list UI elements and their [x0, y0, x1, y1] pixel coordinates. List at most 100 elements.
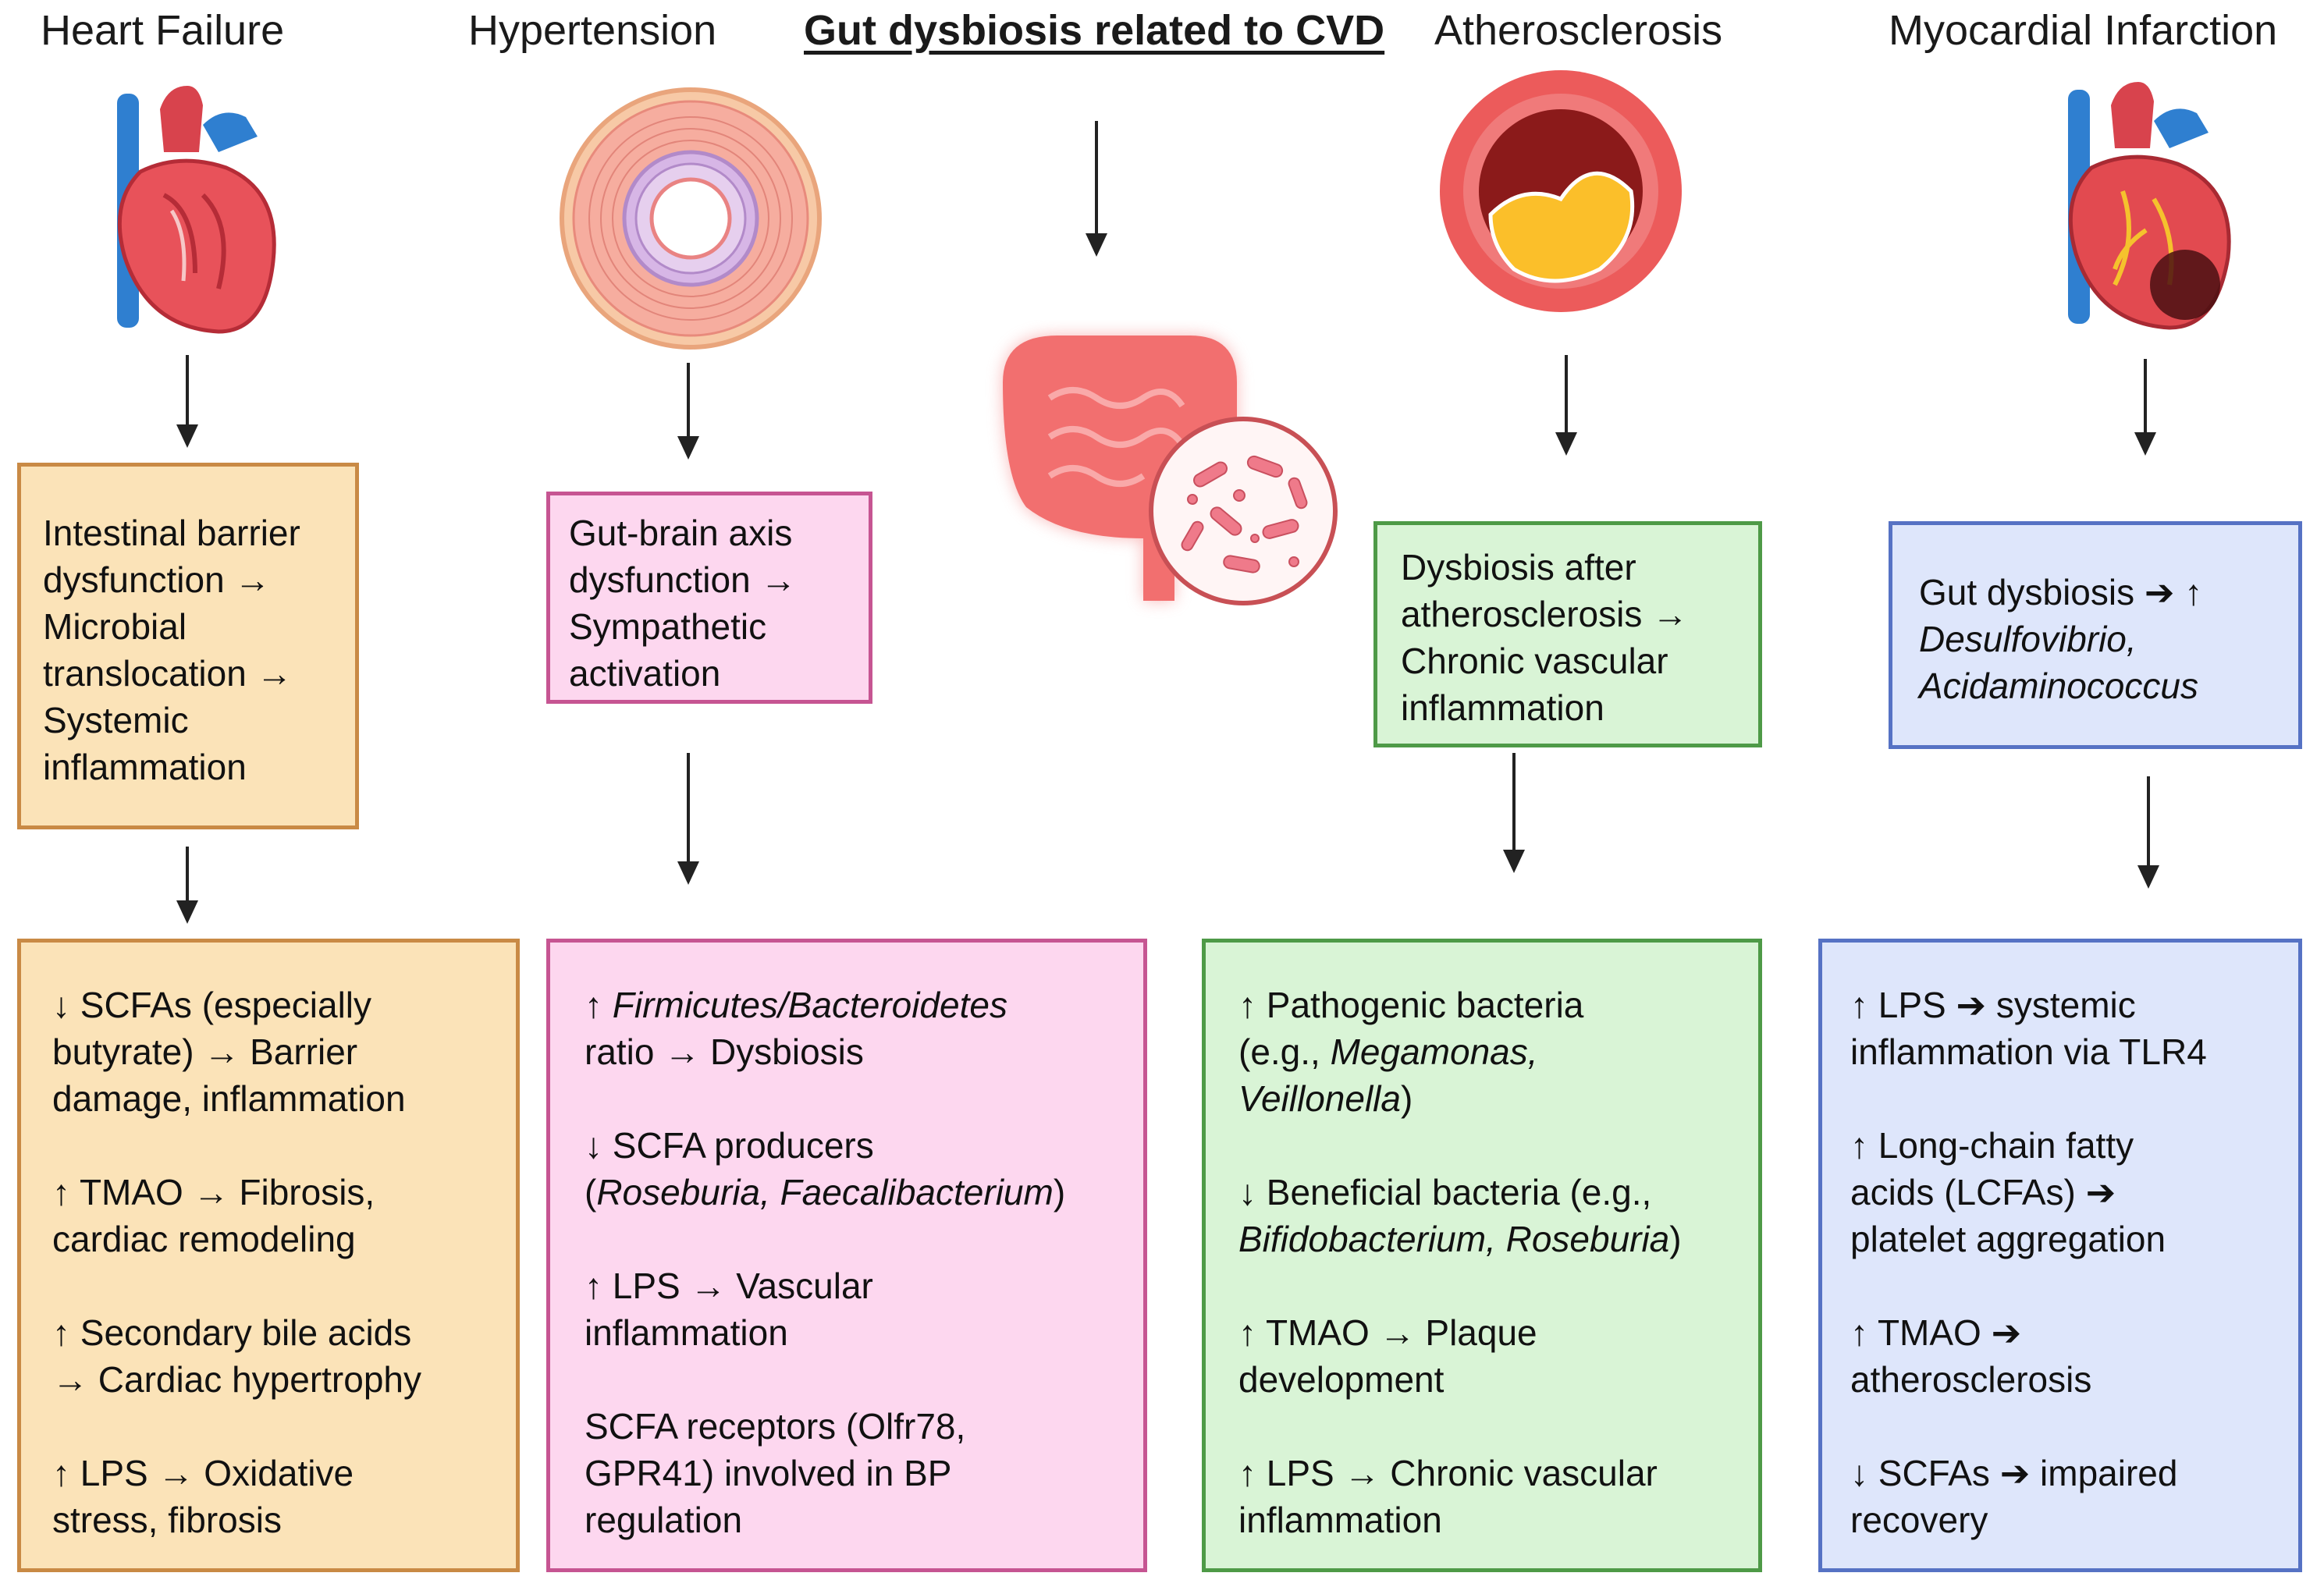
ath-effect-item: ↑ LPS → Chronic vascular inflammation — [1238, 1450, 1758, 1543]
ath-effect-item: ↑ Pathogenic bacteria (e.g., Megamonas, … — [1238, 982, 1758, 1122]
ath-mechanism-box: Dysbiosis after atherosclerosis → Chroni… — [1373, 521, 1762, 747]
effect-line: acids (LCFAs) ➔ — [1850, 1172, 2116, 1212]
effect-line: ↑ LPS → Oxidative — [52, 1453, 354, 1493]
ht-mech-line: activation — [569, 653, 721, 694]
hf-mech-line: inflammation — [43, 747, 247, 787]
effect-line: ↑ TMAO ➔ — [1850, 1312, 2022, 1353]
effect-line: ↑ Secondary bile acids — [52, 1312, 412, 1353]
ht-effect-item: ↓ SCFA producers (Roseburia, Faecalibact… — [585, 1122, 1143, 1216]
plaque-artery-icon — [1440, 70, 1682, 312]
mi-mech-italic: Desulfovibrio, — [1919, 619, 2137, 659]
mi-arrow-2 — [2137, 776, 2159, 889]
ath-effect-item: ↑ TMAO → Plaque development — [1238, 1309, 1758, 1403]
effect-line: ↑ LPS ➔ systemic — [1850, 985, 2136, 1025]
effect-line: ↑ Long-chain fatty — [1850, 1125, 2134, 1166]
effect-line: ↓ SCFAs ➔ impaired — [1850, 1453, 2178, 1493]
ath-mech-line: atherosclerosis → — [1401, 594, 1689, 634]
ht-effects-box: ↑ Firmicutes/Bacteroidetes ratio → Dysbi… — [546, 939, 1147, 1572]
ht-effect-item: ↑ LPS → Vascular inflammation — [585, 1262, 1143, 1356]
effect-line: ↓ Beneficial bacteria (e.g., — [1238, 1172, 1652, 1212]
effect-line: inflammation via TLR4 — [1850, 1031, 2207, 1072]
bacteria-icon — [1149, 417, 1338, 605]
blood-vessel-icon — [560, 87, 822, 350]
ath-arrow-2 — [1503, 753, 1525, 873]
ath-mech-line: Dysbiosis after — [1401, 547, 1636, 588]
hf-mechanism-box: Intestinal barrier dysfunction → Microbi… — [17, 463, 359, 829]
mi-effect-item: ↑ TMAO ➔ atherosclerosis — [1850, 1309, 2298, 1403]
effect-line: ↑ LPS → Vascular — [585, 1266, 873, 1306]
effect-line: platelet aggregation — [1850, 1219, 2166, 1259]
mi-mechanism-box: Gut dysbiosis ➔ ↑ Desulfovibrio, Acidami… — [1889, 521, 2302, 749]
ath-mech-line: Chronic vascular — [1401, 641, 1668, 681]
hf-effect-item: ↓ SCFAs (especially butyrate) → Barrier … — [52, 982, 516, 1122]
effect-line: inflammation — [585, 1312, 788, 1353]
effect-line: ↑ Pathogenic bacteria — [1238, 985, 1584, 1025]
effect-line: (e.g., Megamonas, — [1238, 1028, 1758, 1075]
ht-effect-item: SCFA receptors (Olfr78, GPR41) involved … — [585, 1403, 1143, 1543]
effect-line: ↑ LPS → Chronic vascular — [1238, 1453, 1658, 1493]
header-center-title: Gut dysbiosis related to CVD — [804, 7, 1385, 54]
hf-effect-item: ↑ LPS → Oxidative stress, fibrosis — [52, 1450, 516, 1543]
effect-line: ratio → Dysbiosis — [585, 1031, 864, 1072]
ht-mech-line: dysfunction → — [569, 559, 797, 600]
effect-line: ↑ TMAO → Plaque — [1238, 1312, 1537, 1353]
header-heart-failure: Heart Failure — [41, 7, 285, 54]
hf-mech-line: Systemic — [43, 700, 189, 740]
ht-mechanism-box: Gut-brain axis dysfunction → Sympathetic… — [546, 492, 872, 704]
mi-mech-italic: Acidaminococcus — [1919, 666, 2198, 706]
effect-italic: Roseburia, Faecalibacterium — [596, 1172, 1054, 1212]
effect-line: (Roseburia, Faecalibacterium) — [585, 1169, 1143, 1216]
effect-text: ) — [1669, 1219, 1682, 1259]
ath-effects-box: ↑ Pathogenic bacteria (e.g., Megamonas, … — [1202, 939, 1762, 1572]
effect-italic: Bifidobacterium, Roseburia — [1238, 1219, 1670, 1259]
effect-line: stress, fibrosis — [52, 1500, 282, 1540]
effect-text: ↑ — [585, 985, 613, 1025]
mi-mech-line: Gut dysbiosis ➔ ↑ — [1919, 572, 2203, 612]
hf-effect-item: ↑ TMAO → Fibrosis, cardiac remodeling — [52, 1169, 516, 1262]
hf-effects-box: ↓ SCFAs (especially butyrate) → Barrier … — [17, 939, 520, 1572]
hf-mech-line: translocation → — [43, 653, 293, 694]
hf-arrow-1 — [176, 355, 198, 448]
effect-line: butyrate) → Barrier — [52, 1031, 358, 1072]
hf-arrow-2 — [176, 847, 198, 924]
hf-mech-line: Microbial — [43, 606, 187, 647]
effect-text: ( — [585, 1172, 597, 1212]
effect-line: ↑ TMAO → Fibrosis, — [52, 1172, 375, 1212]
mi-arrow-1 — [2134, 359, 2156, 456]
header-atherosclerosis: Atherosclerosis — [1434, 7, 1723, 54]
effect-line: ↓ SCFA producers — [585, 1125, 874, 1166]
mi-effect-item: ↓ SCFAs ➔ impaired recovery — [1850, 1450, 2298, 1543]
effect-line: Bifidobacterium, Roseburia) — [1238, 1216, 1758, 1262]
ht-effect-item: ↑ Firmicutes/Bacteroidetes ratio → Dysbi… — [585, 982, 1143, 1075]
effect-italic: Megamonas, — [1330, 1031, 1538, 1072]
intestine-icon — [1003, 336, 1237, 601]
center-down-arrow — [1086, 121, 1107, 257]
ht-arrow-2 — [677, 753, 699, 885]
effect-line: regulation — [585, 1500, 743, 1540]
effect-line: recovery — [1850, 1500, 1988, 1540]
effect-line: ↓ SCFAs (especially — [52, 985, 372, 1025]
mi-mech-line: Acidaminococcus — [1919, 662, 2298, 709]
effect-line: inflammation — [1238, 1500, 1442, 1540]
effect-text: (e.g., — [1238, 1031, 1331, 1072]
mi-effects-box: ↑ LPS ➔ systemic inflammation via TLR4 ↑… — [1818, 939, 2302, 1572]
mi-mech-line: Desulfovibrio, — [1919, 616, 2298, 662]
ath-arrow-1 — [1555, 355, 1577, 456]
effect-line: GPR41) involved in BP — [585, 1453, 952, 1493]
ht-mech-line: Sympathetic — [569, 606, 767, 647]
hf-mech-line: Intestinal barrier — [43, 513, 300, 553]
effect-line: Veillonella) — [1238, 1075, 1758, 1122]
ath-effect-item: ↓ Beneficial bacteria (e.g., Bifidobacte… — [1238, 1169, 1758, 1262]
effect-line: damage, inflammation — [52, 1078, 406, 1119]
effect-line: development — [1238, 1359, 1445, 1400]
hf-effect-item: ↑ Secondary bile acids → Cardiac hypertr… — [52, 1309, 516, 1403]
effect-line: SCFA receptors (Olfr78, — [585, 1406, 966, 1447]
effect-line: atherosclerosis — [1850, 1359, 2092, 1400]
heart-icon — [117, 86, 276, 334]
mi-effect-item: ↑ Long-chain fatty acids (LCFAs) ➔ plate… — [1850, 1122, 2298, 1262]
effect-line: cardiac remodeling — [52, 1219, 356, 1259]
ath-mech-line: inflammation — [1401, 687, 1604, 728]
infarcted-heart-icon — [2068, 82, 2231, 330]
effect-line: ↑ Firmicutes/Bacteroidetes — [585, 982, 1143, 1028]
effect-text: ) — [1053, 1172, 1066, 1212]
